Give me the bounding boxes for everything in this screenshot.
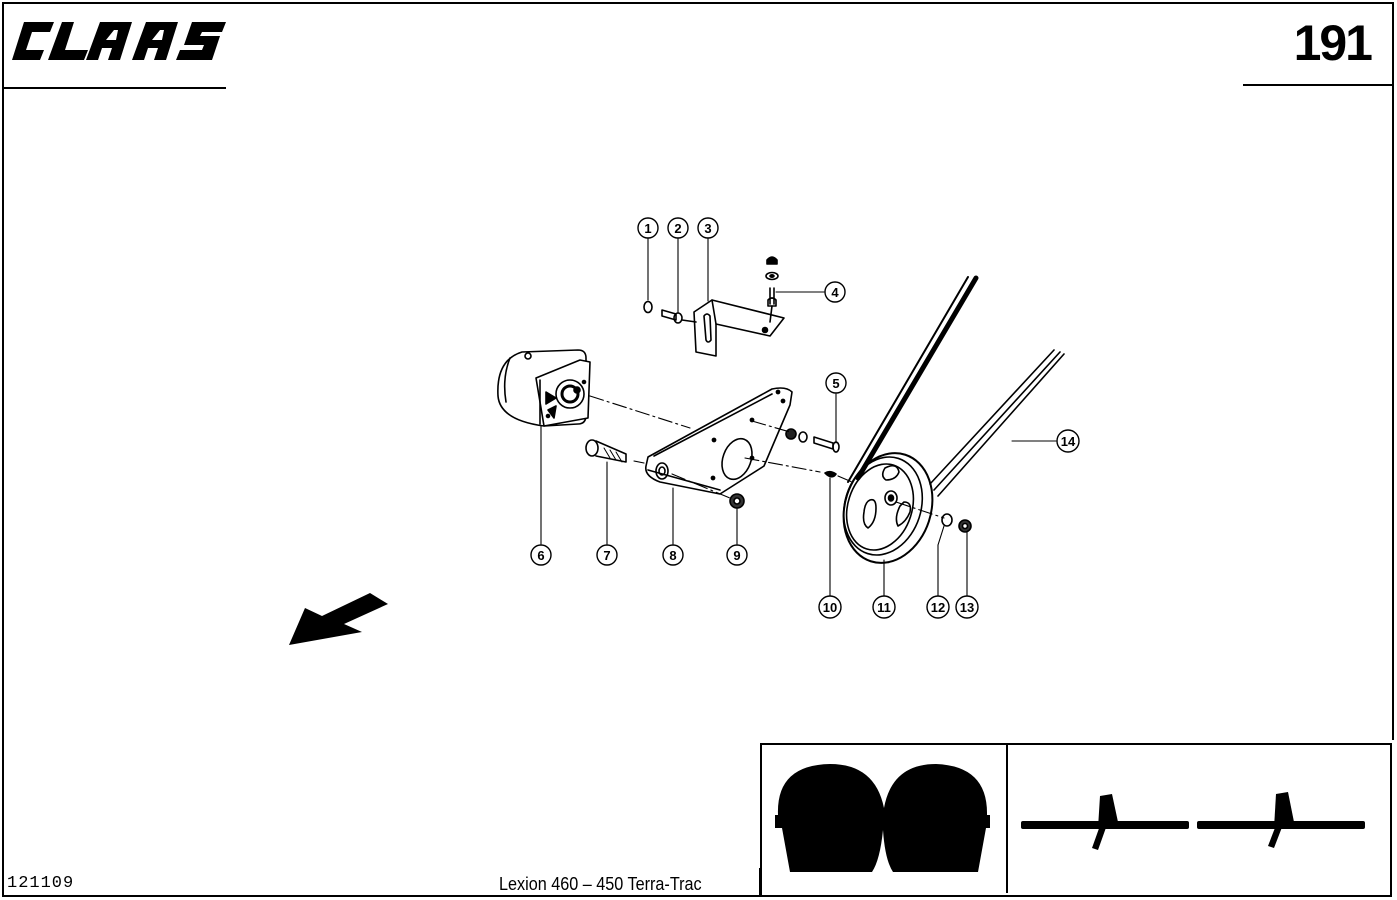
callouts: 1 2 3 4 5 6 7 8 9 10 11 12 13 14 [530, 217, 1080, 619]
washer-part [643, 300, 653, 314]
direction-arrow-icon [289, 593, 388, 645]
hydraulic-motor-part [497, 349, 591, 427]
page-frame-right [1392, 2, 1394, 740]
svg-text:3: 3 [704, 221, 711, 236]
callout-5[interactable]: 5 [825, 372, 847, 394]
callout-11[interactable]: 11 [872, 595, 896, 619]
svg-text:9: 9 [733, 548, 740, 563]
svg-text:5: 5 [832, 376, 839, 391]
mounting-plate-part [644, 387, 793, 495]
svg-text:2: 2 [674, 221, 681, 236]
long-bolt-part [585, 439, 627, 463]
callout-7[interactable]: 7 [596, 544, 618, 566]
pulley-part [842, 452, 934, 564]
svg-text:7: 7 [603, 548, 610, 563]
model-name: Lexion 460 – 450 Terra-Trac [499, 874, 702, 894]
callout-14[interactable]: 14 [1056, 429, 1080, 453]
washer-part-12 [941, 513, 953, 527]
callout-8[interactable]: 8 [662, 544, 684, 566]
assembly-lines [589, 395, 945, 519]
callout-6[interactable]: 6 [530, 544, 552, 566]
callout-10[interactable]: 10 [818, 595, 842, 619]
svg-text:13: 13 [960, 600, 974, 615]
svg-text:10: 10 [823, 600, 837, 615]
callout-1[interactable]: 1 [637, 217, 659, 239]
svg-text:6: 6 [537, 548, 544, 563]
leader-lines [540, 237, 1057, 597]
bolt-part-5 [785, 428, 840, 453]
svg-text:11: 11 [877, 600, 891, 615]
nut-part-9 [729, 493, 745, 509]
inset-divider [1006, 745, 1008, 893]
nut-part-13 [958, 519, 972, 533]
callout-9[interactable]: 9 [726, 544, 748, 566]
callout-3[interactable]: 3 [697, 217, 719, 239]
svg-text:14: 14 [1061, 434, 1076, 449]
claas-logo [12, 22, 226, 60]
screw-nut-part [765, 256, 779, 323]
knife-section-icon [1021, 792, 1365, 850]
header-rule-right [1243, 84, 1394, 86]
bracket-part [693, 299, 785, 357]
twin-drum-icon [775, 764, 990, 872]
bolt-part [661, 309, 697, 324]
footer-divider [759, 868, 761, 896]
svg-text:8: 8 [669, 548, 676, 563]
page-number: 191 [1293, 15, 1373, 71]
svg-text:12: 12 [931, 600, 945, 615]
v-belt-part [847, 275, 1065, 497]
svg-text:4: 4 [831, 285, 839, 300]
header-rule-left [2, 87, 226, 89]
callout-12[interactable]: 12 [926, 595, 950, 619]
document-code: 121109 [7, 874, 75, 893]
svg-text:1: 1 [644, 221, 651, 236]
callout-2[interactable]: 2 [667, 217, 689, 239]
callout-4[interactable]: 4 [824, 281, 846, 303]
inset-panel [760, 743, 1392, 895]
key-part [824, 470, 837, 478]
callout-13[interactable]: 13 [955, 595, 979, 619]
